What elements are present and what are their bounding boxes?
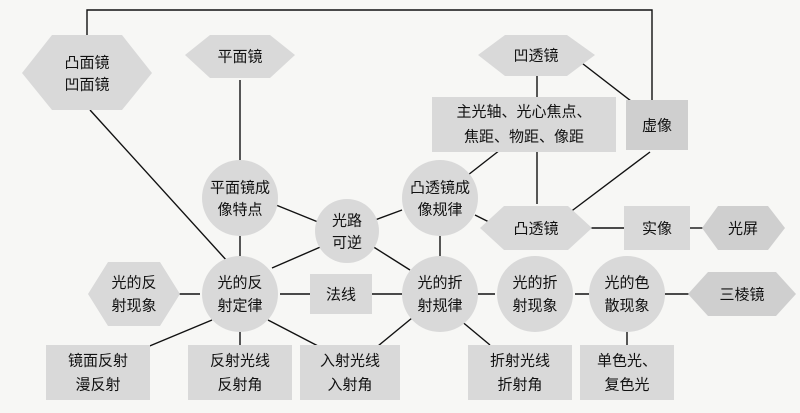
reflected-ray-box <box>188 345 292 400</box>
refraction-law-circle <box>402 256 478 332</box>
screen-label: 光屏 <box>728 220 758 238</box>
edge-reflection-law-to-incident-ray <box>267 319 319 347</box>
edge-reversibility-to-convex-imaging <box>374 209 403 221</box>
plane-mirror-imaging-label-1: 平面镜成 <box>210 179 270 197</box>
refracted-ray-box <box>468 345 572 400</box>
incident-ray-box <box>300 345 400 400</box>
dispersion-circle <box>589 256 665 332</box>
reflected-ray-label-2: 反射角 <box>217 376 262 394</box>
reversibility-label-2: 可逆 <box>332 234 362 252</box>
mono-poly-label-1: 单色光、 <box>597 352 657 370</box>
normal-line-box <box>310 274 372 314</box>
plane-mirror-label: 平面镜 <box>217 48 262 66</box>
reflection-law-circle <box>202 256 278 332</box>
incident-ray-label-1: 入射光线 <box>320 352 380 370</box>
edge-convex-concave-mirror-to-law <box>89 109 229 263</box>
reflection-law-label-2: 射定律 <box>217 297 262 315</box>
refracted-ray-label-2: 折射角 <box>497 376 542 394</box>
edge-reversibility-to-reflection-law <box>271 244 326 269</box>
refraction-law-label-2: 射规律 <box>417 297 462 315</box>
lens-terms-box <box>432 97 616 152</box>
specular-diffuse-box <box>46 345 150 400</box>
reversibility-label-1: 光路 <box>332 212 362 230</box>
convex-concave-mirror-label-2: 凹面镜 <box>64 76 109 94</box>
convex-lens-label: 凸透镜 <box>513 220 558 238</box>
connector-lines <box>86 9 705 351</box>
node-shapes <box>22 35 796 400</box>
normal-line-label: 法线 <box>326 286 356 304</box>
incident-ray-label-2: 入射角 <box>327 376 372 394</box>
reflected-ray-label-1: 反射光线 <box>210 352 270 370</box>
lens-terms-label-2: 焦距、物距、像距 <box>464 128 584 146</box>
plane-mirror-imaging-circle <box>202 160 278 236</box>
reflection-law-label-1: 光的反 <box>217 274 262 292</box>
prism-label: 三棱镜 <box>719 286 764 304</box>
lens-terms-label-1: 主光轴、光心焦点、 <box>456 103 591 121</box>
convex-concave-mirror-hexagon <box>22 35 152 110</box>
refraction-phenomenon-circle <box>497 256 573 332</box>
specular-diffuse-label-2: 漫反射 <box>75 376 120 394</box>
reflection-phenomenon-label-1: 光的反 <box>111 274 156 292</box>
edge-top-frame <box>86 9 653 100</box>
convex-concave-mirror-label-1: 凸面镜 <box>64 54 109 72</box>
edge-imaging-to-reversibility <box>275 204 319 223</box>
prism-hexagon <box>688 272 796 316</box>
specular-diffuse-label-1: 镜面反射 <box>68 352 128 370</box>
real-image-box <box>624 206 690 250</box>
edge-refraction-law-to-incident-ray <box>377 317 413 347</box>
dispersion-label-1: 光的色 <box>604 274 649 292</box>
refraction-phenomenon-label-2: 射现象 <box>512 297 557 315</box>
refraction-phenomenon-label-1: 光的折 <box>512 274 557 292</box>
mono-poly-label-2: 复色光 <box>604 376 649 394</box>
dispersion-label-2: 散现象 <box>604 297 649 315</box>
plane-mirror-hexagon <box>185 35 295 78</box>
reflection-phenomenon-hexagon <box>88 262 180 326</box>
reflection-phenomenon-label-2: 射现象 <box>111 297 156 315</box>
virtual-image-box <box>626 100 688 150</box>
edge-convex-lens-to-virtual <box>564 151 651 217</box>
reversibility-circle <box>315 199 379 263</box>
convex-lens-imaging-label-2: 像规律 <box>417 201 462 219</box>
node-labels: 凸面镜 凹面镜 平面镜 凹透镜 主光轴、光心焦点、 焦距、物距、像距 虚像 平面… <box>64 47 764 394</box>
real-image-label: 实像 <box>642 220 672 238</box>
convex-lens-imaging-circle <box>402 160 478 236</box>
refracted-ray-label-1: 折射光线 <box>490 352 550 370</box>
refraction-law-label-1: 光的折 <box>417 274 462 292</box>
plane-mirror-imaging-label-2: 像特点 <box>217 201 262 219</box>
edge-terms-to-convex-imaging <box>467 149 501 176</box>
edge-reversibility-to-refraction-law <box>371 245 411 271</box>
concave-lens-hexagon <box>478 35 595 76</box>
concave-lens-label: 凹透镜 <box>513 47 558 65</box>
screen-hexagon <box>702 206 785 250</box>
edge-refraction-law-to-refracted-ray <box>459 319 491 346</box>
edge-reflection-law-to-specular <box>139 319 213 351</box>
mono-poly-box <box>580 345 674 400</box>
convex-lens-hexagon <box>480 206 592 250</box>
virtual-image-label: 虚像 <box>642 117 672 135</box>
convex-lens-imaging-label-1: 凸透镜成 <box>410 179 470 197</box>
